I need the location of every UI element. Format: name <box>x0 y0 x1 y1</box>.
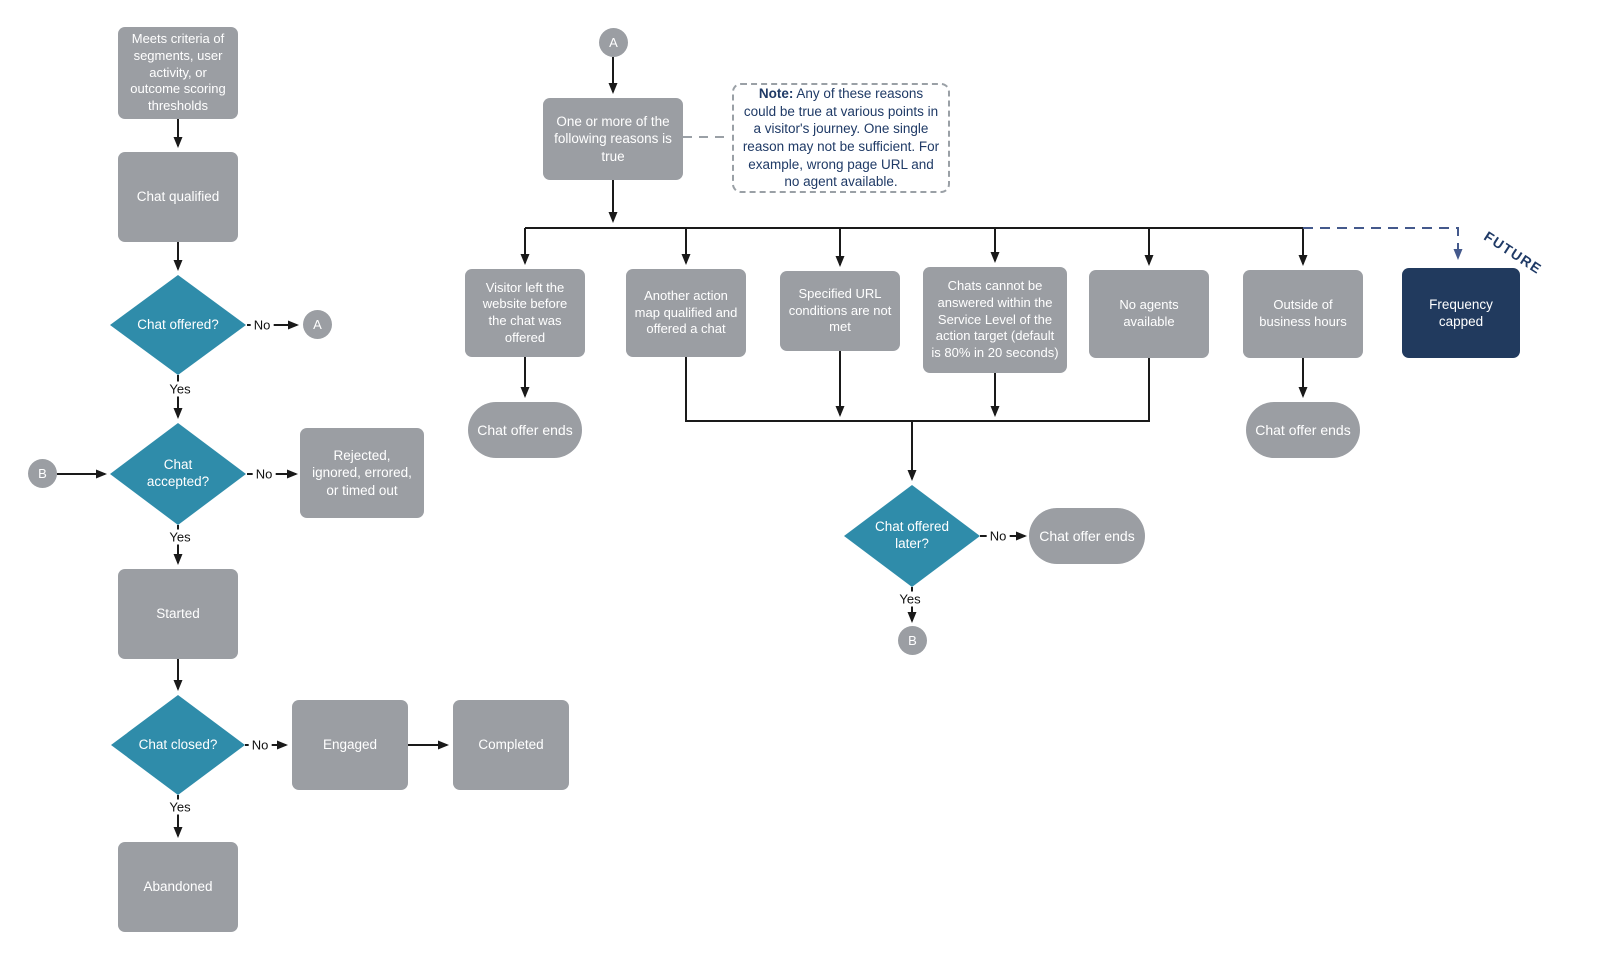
label-closed-no: No <box>248 737 272 753</box>
merge-elbow-line <box>685 357 1150 422</box>
process-engaged: Engaged <box>292 700 408 790</box>
connector-b-left: B <box>28 459 57 488</box>
branch-outside-hours: Outside of business hours <box>1243 270 1363 358</box>
terminal-chat-offer-ends-1: Chat offer ends <box>468 402 582 458</box>
process-chat-qualified: Chat qualified <box>118 152 238 242</box>
connector-a-left: A <box>303 310 332 339</box>
label-accepted-no: No <box>252 466 276 482</box>
process-criteria: Meets criteria of segments, user activit… <box>118 27 238 119</box>
connector-b-right: B <box>898 626 927 655</box>
process-completed: Completed <box>453 700 569 790</box>
process-started: Started <box>118 569 238 659</box>
process-rejected: Rejected, ignored, errored, or timed out <box>300 428 424 518</box>
note-text: Note: Any of these reasons could be true… <box>742 86 940 190</box>
branch-service-level: Chats cannot be answered within the Serv… <box>923 267 1067 373</box>
label-later-yes: Yes <box>896 591 924 607</box>
edge-future-dashed <box>1303 227 1463 260</box>
note-box: Note: Any of these reasons could be true… <box>732 83 950 193</box>
branch-another-action-map: Another action map qualified and offered… <box>626 269 746 357</box>
branch-url-conditions: Specified URL conditions are not met <box>780 271 900 351</box>
label-later-no: No <box>986 528 1010 544</box>
branch-visitor-left: Visitor left the website before the chat… <box>465 269 585 357</box>
branch-no-agents: No agents available <box>1089 270 1209 358</box>
process-abandoned: Abandoned <box>118 842 238 932</box>
process-reasons: One or more of the following reasons is … <box>543 98 683 180</box>
label-accepted-yes: Yes <box>166 529 194 545</box>
branch-frequency-capped: Frequency capped <box>1402 268 1520 358</box>
label-offered-yes: Yes <box>166 381 194 397</box>
note-bold-label: Note: <box>758 86 794 102</box>
label-offered-no: No <box>250 317 274 333</box>
terminal-chat-offer-ends-2: Chat offer ends <box>1246 402 1360 458</box>
terminal-chat-offer-ends-3: Chat offer ends <box>1029 508 1145 564</box>
connector-a-right: A <box>599 28 628 57</box>
label-closed-yes: Yes <box>166 799 194 815</box>
